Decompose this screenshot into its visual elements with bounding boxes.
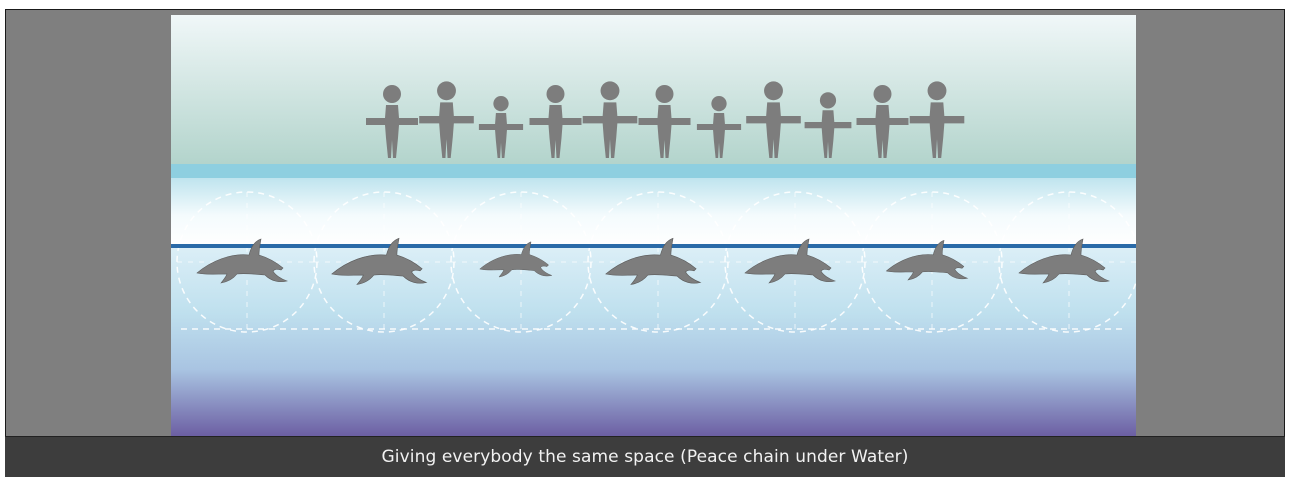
- caption-bar: Giving everybody the same space (Peace c…: [5, 436, 1285, 477]
- dolphin-icon: [331, 237, 428, 285]
- person-icon: [582, 81, 638, 158]
- sky-area: [171, 15, 1136, 164]
- person-icon: [366, 85, 418, 158]
- person-icon: [419, 81, 474, 158]
- lower-water: [171, 246, 1136, 436]
- scene-canvas: [171, 15, 1136, 436]
- person-icon: [529, 85, 582, 158]
- upper-water: [171, 178, 1136, 246]
- person-icon: [696, 95, 742, 158]
- dolphin-icon: [479, 241, 553, 278]
- person-icon: [478, 95, 524, 158]
- dolphin-icon: [1018, 238, 1111, 284]
- dolphin-icon: [744, 238, 837, 284]
- dolphin-icon: [885, 240, 969, 281]
- person-icon: [638, 85, 691, 158]
- dolphin-row: [196, 237, 1111, 285]
- person-icon: [909, 81, 965, 158]
- water-surface-line: [171, 244, 1136, 248]
- peace-chain-illustration: [171, 15, 1136, 436]
- shore-band: [171, 164, 1136, 178]
- person-icon: [856, 85, 909, 158]
- dolphin-icon: [196, 238, 289, 284]
- person-icon: [746, 81, 801, 158]
- caption-text: Giving everybody the same space (Peace c…: [381, 447, 909, 467]
- dolphin-icon: [605, 237, 702, 285]
- people-chain: [366, 81, 965, 158]
- person-icon: [804, 92, 852, 158]
